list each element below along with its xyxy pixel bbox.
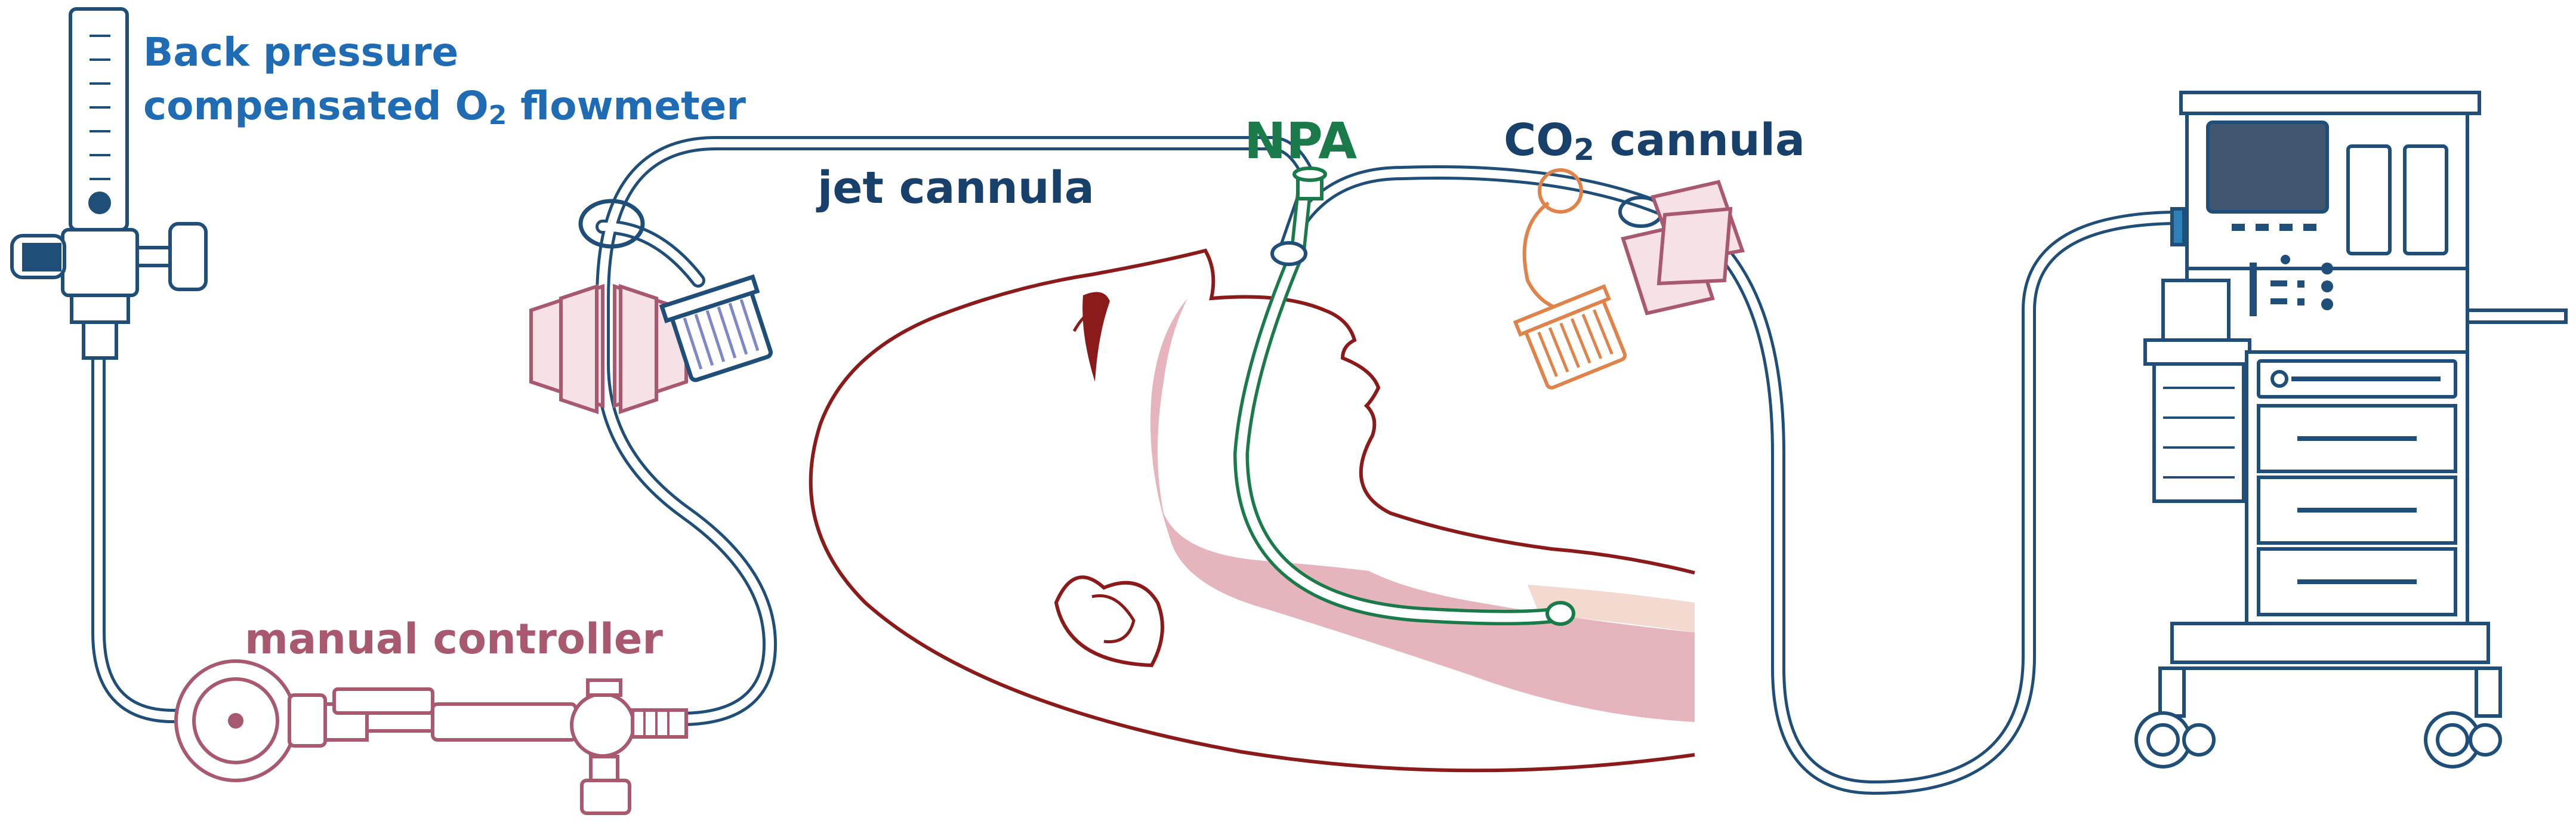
head-outline bbox=[809, 248, 1695, 773]
flowmeter-icon bbox=[10, 7, 208, 360]
co2-cannula-label: CO2 cannula bbox=[1504, 115, 1805, 167]
controller-output-tube bbox=[596, 136, 1317, 726]
manual-controller-label: manual controller bbox=[245, 615, 663, 663]
manual-controller-icon bbox=[174, 659, 688, 815]
ear bbox=[1054, 575, 1164, 668]
flowmeter-label-line1: Back pressure bbox=[143, 29, 458, 75]
co2-cannula-connector-icon bbox=[1513, 168, 1745, 390]
labels: Back pressure compensated O2 flowmeter j… bbox=[143, 29, 1805, 663]
anesthesia-machine-icon bbox=[2134, 91, 2568, 769]
npa-tube-icon bbox=[1233, 166, 1575, 626]
tubing-inner bbox=[94, 139, 2176, 792]
jet-cannula-connector-icon bbox=[529, 199, 773, 415]
flowmeter-label-line2: compensated O2 flowmeter bbox=[143, 83, 746, 131]
npa-label: NPA bbox=[1244, 112, 1357, 170]
o2-supply-tube bbox=[91, 351, 186, 723]
jet-cannula-label: jet cannula bbox=[816, 162, 1094, 214]
eye bbox=[1082, 292, 1110, 382]
